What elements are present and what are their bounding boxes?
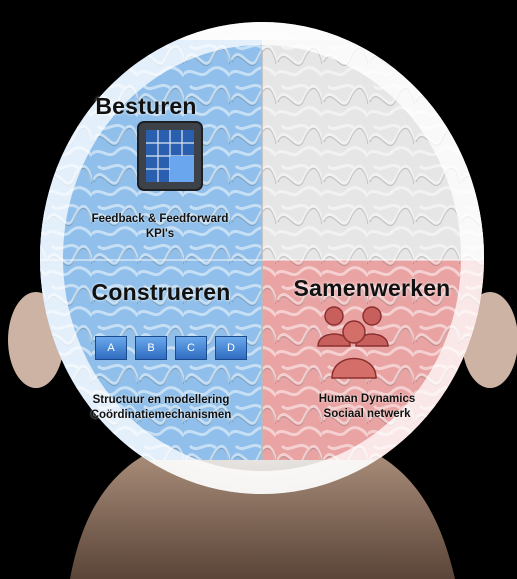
process-steps-icon: A B C D <box>95 325 247 365</box>
construeren-line-2: Coördinatiemechanismen <box>30 408 292 423</box>
step-c: C <box>175 336 207 360</box>
besturen-line-2: KPI's <box>42 227 278 242</box>
besturen-line-1: Feedback & Feedforward <box>42 212 278 227</box>
step-d: D <box>215 336 247 360</box>
construeren-title: Construeren <box>50 279 272 306</box>
besturen-title: Besturen <box>60 93 232 120</box>
grid-dashboard-icon <box>138 122 202 190</box>
step-a: A <box>95 336 127 360</box>
step-b: B <box>135 336 167 360</box>
samenwerken-line-1: Human Dynamics <box>262 392 472 407</box>
samenwerken-line-2: Sociaal netwerk <box>262 407 472 422</box>
construeren-line-1: Structuur en modellering <box>30 393 292 408</box>
samenwerken-title: Samenwerken <box>262 275 482 302</box>
